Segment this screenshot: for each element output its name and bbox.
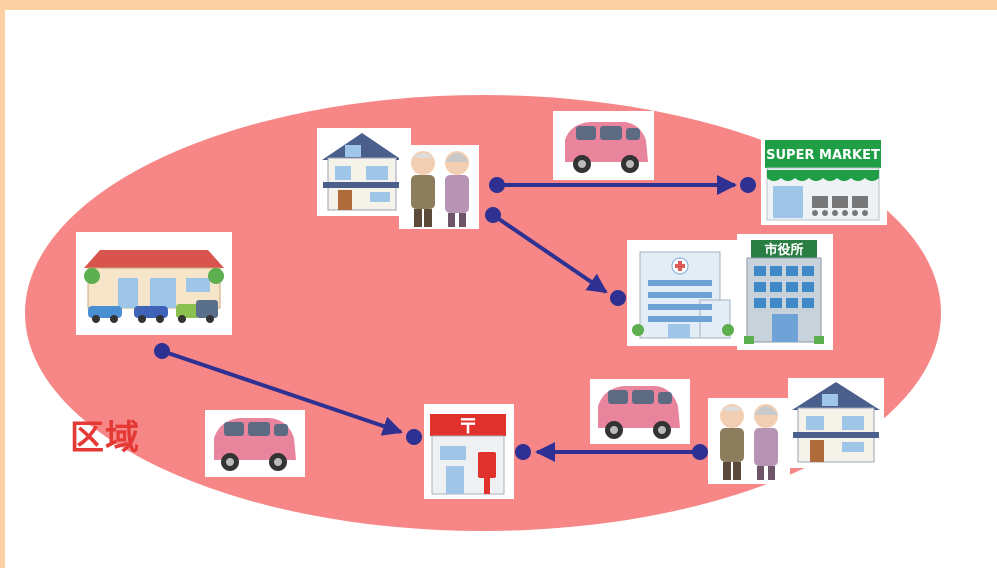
car-bottom-right bbox=[590, 379, 690, 444]
supermarket-sign bbox=[765, 140, 881, 168]
car-dealer-icon bbox=[84, 250, 224, 323]
house-icon bbox=[322, 133, 402, 211]
shopping-cart-icon bbox=[812, 196, 868, 216]
pink-car-icon bbox=[598, 386, 680, 439]
region-label: 区域 bbox=[70, 418, 140, 458]
home-elderly-top bbox=[317, 128, 479, 229]
arrow-home-to-hospital bbox=[485, 207, 626, 306]
elderly-couple-icon bbox=[720, 404, 778, 480]
post-office-mark: 〒 bbox=[458, 414, 478, 438]
car-bottom-left bbox=[205, 410, 305, 477]
city-hall: 市役所 bbox=[737, 234, 833, 350]
house-icon bbox=[792, 382, 880, 463]
arrow-home-to-supermarket bbox=[489, 175, 756, 195]
arrow-dealer-to-post-office bbox=[154, 343, 422, 445]
arrow-home-to-post-office bbox=[515, 442, 708, 462]
hospital-icon bbox=[632, 251, 734, 339]
pink-car-icon bbox=[214, 418, 296, 471]
post-office: 〒 bbox=[424, 404, 514, 499]
elderly-couple-icon bbox=[411, 151, 469, 227]
pink-car-icon bbox=[565, 122, 648, 173]
frame-left-border bbox=[0, 0, 5, 568]
supermarket: SUPER MARKET bbox=[761, 133, 887, 225]
mailbox-icon bbox=[478, 452, 496, 478]
supermarket-sign-text: SUPER MARKET bbox=[766, 148, 880, 163]
frame-top-border bbox=[0, 0, 997, 10]
city-hall-sign-text: 市役所 bbox=[764, 242, 803, 258]
car-dealer bbox=[76, 232, 232, 335]
city-hall-sign bbox=[751, 240, 817, 258]
hospital bbox=[627, 240, 737, 346]
city-hall-icon bbox=[744, 257, 824, 344]
home-elderly-bottom bbox=[708, 378, 884, 484]
post-office-icon: 〒 bbox=[430, 414, 506, 495]
car-top bbox=[553, 111, 654, 180]
